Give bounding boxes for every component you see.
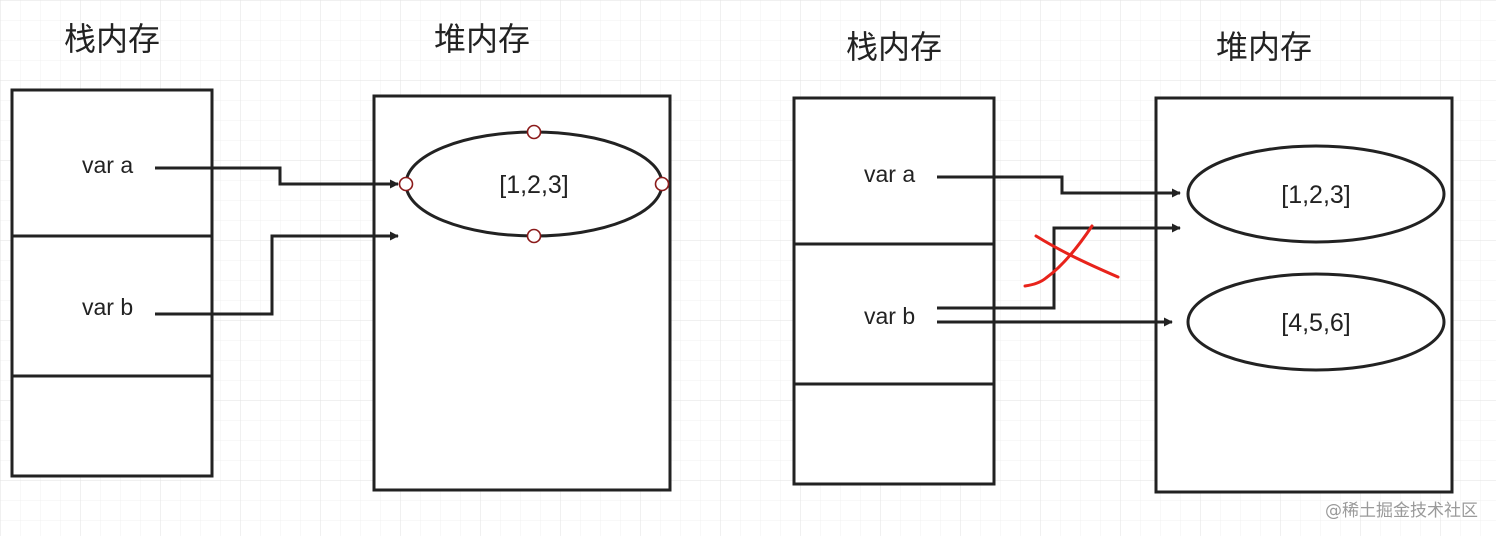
left-var-b-label: var b <box>82 294 133 320</box>
selection-handle <box>526 228 542 244</box>
right-diagram: 栈内存 堆内存 var a var b [1,2,3] [4,5,6] <box>792 28 1454 494</box>
left-var-a-arrow <box>155 166 399 189</box>
left-stack-title: 栈内存 <box>64 20 160 58</box>
left-array-label: [1,2,3] <box>499 171 569 199</box>
right-var-a-arrow <box>937 175 1181 198</box>
left-var-b-arrow <box>155 231 399 316</box>
selection-handle <box>398 176 414 192</box>
cross-mark <box>1034 234 1120 279</box>
right-stack-title: 栈内存 <box>846 28 942 66</box>
left-stack-box <box>10 88 214 478</box>
right-array-2-label: [4,5,6] <box>1281 309 1351 337</box>
watermark-text: @稀土掘金技术社区 <box>1325 501 1478 521</box>
right-var-b-label: var b <box>864 303 915 329</box>
right-var-b-old-arrow <box>937 223 1181 310</box>
selection-handle <box>654 176 670 192</box>
left-diagram: 栈内存 堆内存 var a var b [1,2,3] <box>10 20 672 492</box>
right-var-a-label: var a <box>864 161 915 187</box>
right-array-2-ellipse <box>1186 272 1446 372</box>
right-array-1-label: [1,2,3] <box>1281 181 1351 209</box>
left-heap-title: 堆内存 <box>434 20 530 58</box>
left-var-a-label: var a <box>82 152 133 178</box>
selection-handle <box>526 124 542 140</box>
cross-mark <box>1023 224 1094 288</box>
right-stack-box <box>792 96 996 486</box>
right-heap-title: 堆内存 <box>1216 28 1312 66</box>
right-array-1-ellipse <box>1186 144 1446 244</box>
